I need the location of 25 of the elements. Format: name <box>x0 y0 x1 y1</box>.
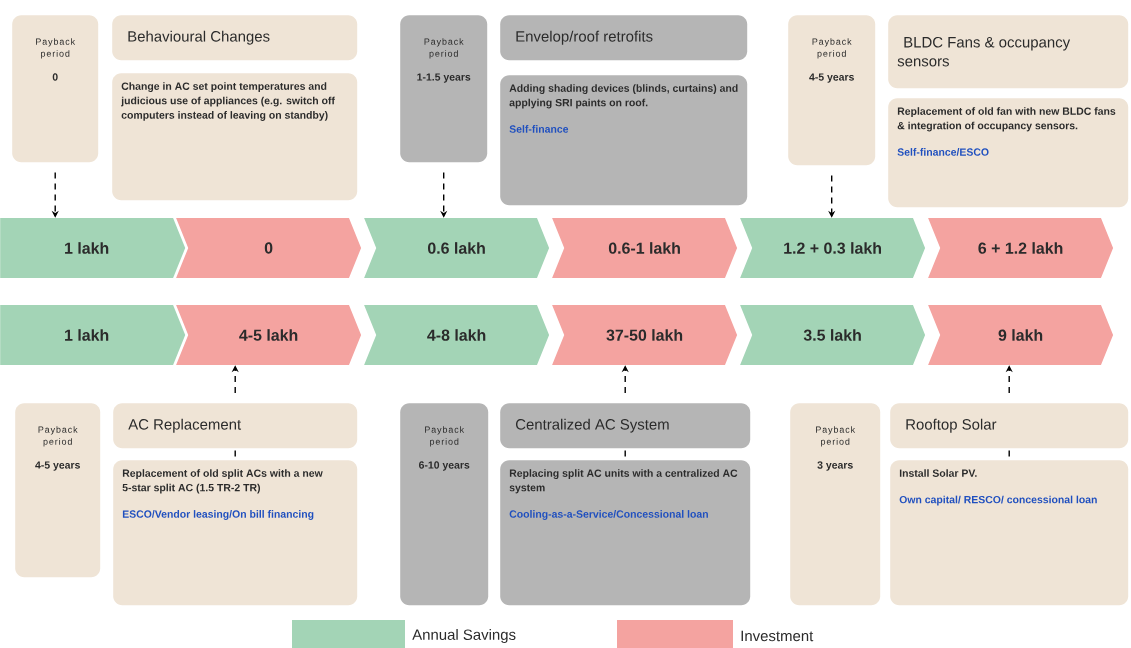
dashed-line <box>1008 449 1010 459</box>
dashed-line <box>234 449 236 459</box>
legend-label: Investment <box>741 630 814 642</box>
title-box: BLDC Fans & occupancy sensors <box>888 15 1129 89</box>
value-segment: 1 lakh <box>0 305 186 365</box>
description-box: Install Solar PV. Own capital/ RESCO/ concessional loan <box>890 460 1129 606</box>
title-box: Envelop/roof retrofits <box>500 15 748 61</box>
legend-label: Annual Savings <box>412 629 516 643</box>
description-box: Replacement of old split ACs with a new 5-star split AC (1.5 TR-2 TR) ESCO/Vendor leasing/On bill financing <box>113 460 358 606</box>
value-segment: 1 lakh <box>0 218 186 278</box>
description-box: Replacement of old fan with new BLDC fans & integration of occupancy sensors. Self-finance/ESCO <box>888 98 1129 208</box>
description-box: Replacing split AC units with a centralized AC system Cooling-as-a-Service/Concessional loan <box>500 460 751 606</box>
description-box: Adding shading devices (blinds, curtains) and applying SRI paints on roof. Self-finance <box>500 75 748 206</box>
title-box: Rooftop Solar <box>890 403 1129 449</box>
payback-box: Payback period 3 years <box>790 403 881 606</box>
payback-box: Payback period 1-1.5 years <box>400 15 488 163</box>
title-box: Centralized AC System <box>500 403 751 449</box>
description-box: Change in AC set point temperatures and judicious use of appliances (e.g. switch off computers instead of leaving on standby) <box>112 73 358 201</box>
payback-box: Payback period 4-5 years <box>15 403 101 578</box>
title-box: Behavioural Changes <box>112 15 358 61</box>
payback-box: Payback period 6-10 years <box>400 403 489 606</box>
dashed-line <box>624 449 626 459</box>
payback-box: Payback period 4-5 years <box>788 15 876 166</box>
title-box: AC Replacement <box>113 403 358 449</box>
payback-box: Payback period 0 <box>12 15 99 163</box>
